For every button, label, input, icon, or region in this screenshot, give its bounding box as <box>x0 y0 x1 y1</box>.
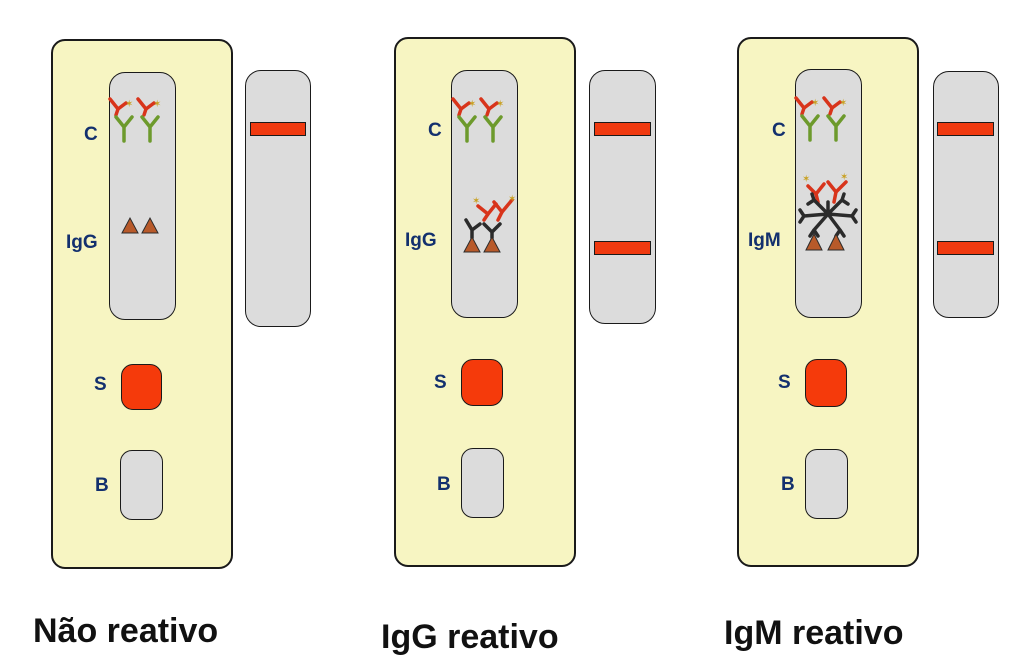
sample-well <box>805 359 847 407</box>
test-line-igg-complex: ✶ ✶ <box>463 194 516 253</box>
control-line-label: C <box>84 124 98 145</box>
igm-result-band <box>937 241 994 255</box>
buffer-well <box>805 449 848 519</box>
svg-text:✶: ✶ <box>840 172 848 183</box>
svg-text:✶: ✶ <box>472 196 480 207</box>
sample-well-label: S <box>778 372 791 393</box>
sample-well-label: S <box>434 372 447 393</box>
igg-result-band <box>594 241 651 255</box>
result-strip <box>245 70 311 327</box>
svg-text:✶: ✶ <box>811 98 819 109</box>
svg-text:✶: ✶ <box>496 99 504 110</box>
svg-text:✶: ✶ <box>125 99 133 110</box>
control-line-antibodies: ✶ ✶ <box>108 97 161 143</box>
reaction-window <box>795 69 862 318</box>
control-line-antibodies: ✶ ✶ <box>451 97 504 143</box>
control-result-band <box>594 122 651 136</box>
test-line-antigens <box>121 216 159 234</box>
buffer-well <box>461 448 504 518</box>
reaction-window <box>451 70 518 318</box>
control-line-label: C <box>428 120 442 141</box>
sample-well-label: S <box>94 374 107 395</box>
control-result-band <box>250 122 306 136</box>
test-line-igm-complex: ✶ ✶ <box>798 172 858 251</box>
panel-caption: IgM reativo <box>724 614 904 652</box>
control-line-label: C <box>772 120 786 141</box>
panel-caption: IgG reativo <box>381 618 559 656</box>
test-line-label: IgM <box>748 230 781 251</box>
sample-well <box>121 364 162 410</box>
sample-well <box>461 359 503 406</box>
test-line-label: IgG <box>405 230 437 251</box>
reaction-window <box>109 72 176 320</box>
svg-text:✶: ✶ <box>508 194 516 205</box>
control-line-antibodies: ✶ ✶ <box>794 96 847 142</box>
svg-text:✶: ✶ <box>153 99 161 110</box>
svg-text:✶: ✶ <box>839 98 847 109</box>
svg-text:✶: ✶ <box>802 174 810 185</box>
result-strip <box>933 71 999 318</box>
buffer-well <box>120 450 163 520</box>
control-result-band <box>937 122 994 136</box>
buffer-well-label: B <box>95 475 109 496</box>
buffer-well-label: B <box>437 474 451 495</box>
svg-text:✶: ✶ <box>468 99 476 110</box>
panel-caption: Não reativo <box>33 612 219 650</box>
test-line-label: IgG <box>66 232 98 253</box>
buffer-well-label: B <box>781 474 795 495</box>
result-strip <box>589 70 656 324</box>
